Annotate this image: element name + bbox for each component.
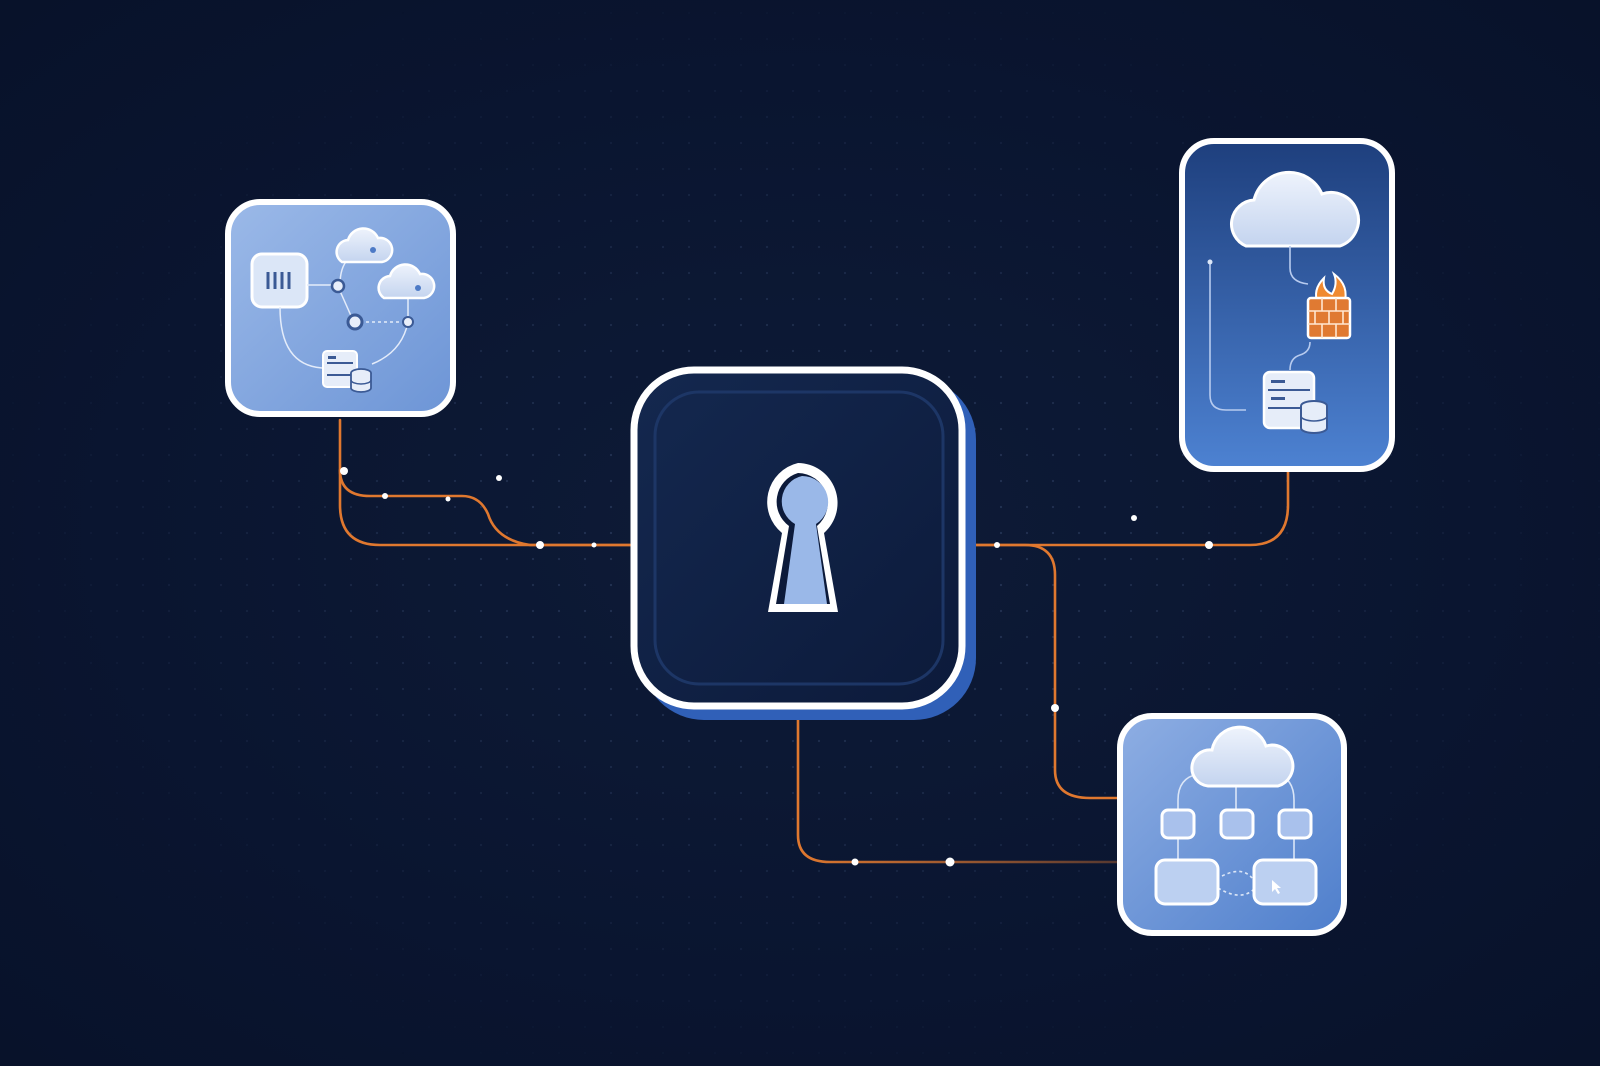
node-icon — [1160, 808, 1196, 840]
connector-node — [382, 493, 388, 499]
node-icon — [1154, 858, 1220, 906]
network-device-icon — [250, 252, 309, 309]
cloud-icon — [1190, 725, 1295, 788]
connector-node — [1131, 515, 1137, 521]
cloud-icon — [335, 227, 394, 264]
connectors — [338, 418, 1290, 864]
cloud-icon — [1229, 170, 1361, 248]
cloud-network-panel[interactable] — [225, 199, 456, 417]
cloud-firewall-panel[interactable] — [1179, 138, 1395, 472]
firewall-links — [1209, 246, 1311, 411]
keyhole-icon — [767, 463, 838, 612]
connector-node — [591, 542, 597, 548]
server-database-icon — [1262, 370, 1328, 434]
connector-nodes — [340, 467, 1213, 867]
connector-node — [445, 496, 451, 502]
connector-right-down — [966, 543, 1122, 800]
connector-left-lower — [338, 468, 632, 547]
firewall-icon — [1306, 271, 1352, 340]
cloud-hierarchy-panel[interactable] — [1117, 713, 1347, 936]
connector-node — [536, 541, 544, 549]
node-icon — [1277, 808, 1313, 840]
connector-right-firewall — [966, 468, 1290, 547]
connector-node — [994, 542, 1000, 548]
central-lock-panel[interactable] — [630, 366, 976, 720]
connector-node — [496, 475, 502, 481]
connector-node — [945, 857, 955, 867]
connector-node — [1051, 704, 1059, 712]
connector-node — [1205, 541, 1213, 549]
connector-node — [1207, 259, 1213, 265]
server-database-icon — [322, 350, 372, 393]
cloud-icon — [377, 263, 436, 300]
connector-left-upper — [338, 418, 632, 547]
node-icon — [1252, 858, 1318, 906]
network-nodes — [330, 278, 414, 331]
connector-node — [851, 858, 859, 866]
connector-bottom — [796, 708, 1122, 864]
node-icon — [1219, 808, 1255, 840]
connector-node — [340, 467, 348, 475]
